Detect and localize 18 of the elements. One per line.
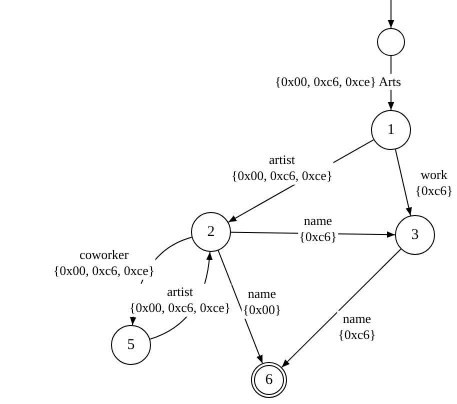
arrow xyxy=(394,149,412,216)
state-label: 1 xyxy=(387,122,395,138)
state-label: 5 xyxy=(127,336,135,354)
arrow xyxy=(388,0,394,28)
state-label: 2 xyxy=(207,224,215,240)
arrow xyxy=(218,250,263,364)
state-circle xyxy=(111,325,151,365)
state-label: 6 xyxy=(265,372,273,388)
state-label: 3 xyxy=(411,226,419,244)
edge-label: name {0xc6} xyxy=(337,310,377,344)
state-circle xyxy=(371,110,411,150)
arrow xyxy=(281,248,402,368)
edge-label: {0x00, 0xc6, 0xce} Arts xyxy=(274,74,402,90)
edge-label: artist {0x00, 0xc6, 0xce} xyxy=(128,284,232,316)
state-circle xyxy=(191,212,231,252)
accept-state-circle xyxy=(251,362,287,398)
state-circle xyxy=(395,215,435,255)
state-circle xyxy=(377,28,405,56)
